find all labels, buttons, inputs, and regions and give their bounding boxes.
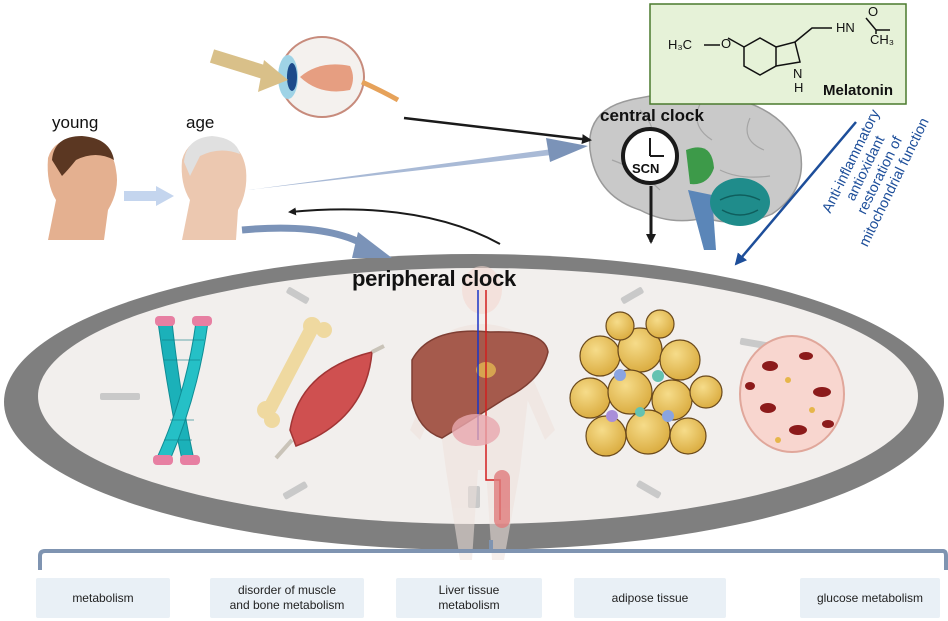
outcome-liver: Liver tissue metabolism (396, 578, 542, 618)
chromosome-illustration (153, 316, 212, 465)
mol-o: O (721, 36, 732, 51)
scn-label: SCN (632, 161, 660, 176)
melatonin-arrow (734, 121, 857, 266)
young-label: young (52, 113, 99, 132)
age-label: age (186, 113, 215, 132)
bone-muscle-illustration (257, 317, 385, 460)
brain-illustration (588, 92, 803, 250)
age-to-central-arrow-head (546, 138, 588, 162)
feedback-arrow (288, 207, 501, 245)
eye-illustration (278, 36, 400, 118)
light-arrow (209, 49, 273, 81)
aging-arrow-head (156, 186, 174, 206)
outcome-glucose: glucose metabolism (800, 578, 940, 618)
adipose-illustration (569, 309, 723, 457)
mol-ch3: CH₃ (870, 32, 895, 47)
tissue-illustration (739, 335, 845, 453)
outcomes-bracket (38, 540, 948, 570)
scn-clock (621, 127, 679, 185)
mol-n: N (793, 66, 803, 81)
age-to-peripheral-arrow-head (352, 232, 392, 258)
peripheral-clock-label: peripheral clock (352, 266, 516, 291)
melatonin-label: Melatonin (823, 82, 893, 99)
outcome-muscle-bone: disorder of muscle and bone metabolism (210, 578, 364, 618)
outcome-adipose: adipose tissue (574, 578, 726, 618)
mol-h: H (794, 80, 804, 95)
liver-illustration (411, 290, 549, 528)
melatonin-box (649, 3, 907, 105)
age-to-central-arrow (248, 148, 560, 190)
central-clock-label: central clock (600, 106, 704, 125)
outcome-metabolism: metabolism (36, 578, 170, 618)
age-to-peripheral-arrow (241, 224, 372, 251)
mol-hn: HN (836, 20, 855, 35)
light-arrow-head (258, 60, 288, 92)
mol-h3c: H₃C (668, 37, 693, 52)
eye-to-central-arrow (403, 116, 592, 145)
old-person-illustration (181, 136, 247, 240)
mol-o-carbonyl: O (868, 4, 879, 19)
young-person-illustration (47, 136, 117, 240)
